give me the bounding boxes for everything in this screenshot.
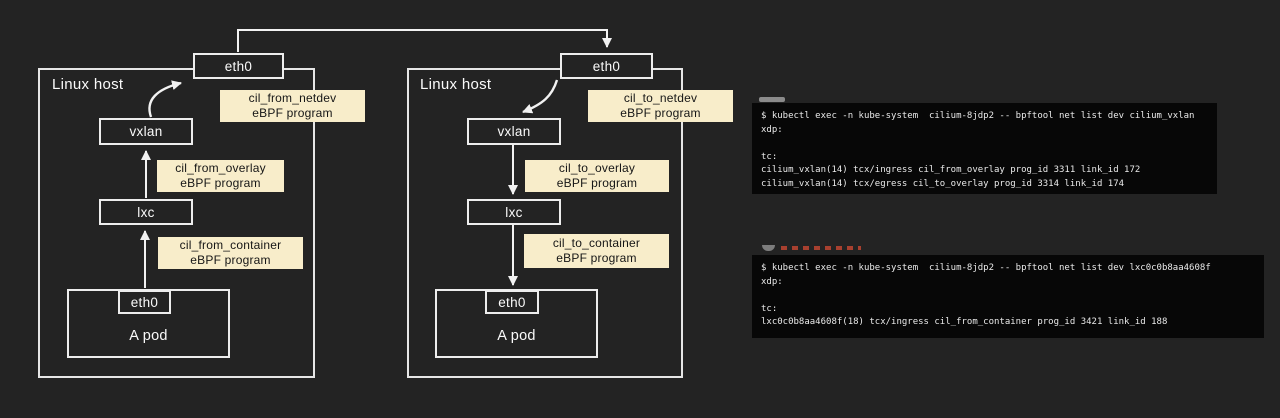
terminal-line: $ kubectl exec -n kube-system cilium-8jd… [761,263,1211,273]
terminal-line: tc: [761,303,778,314]
ebpf-label-line2: eBPF program [620,106,701,120]
ebpf-label-line2: eBPF program [556,251,637,265]
pod-label-left: A pod [129,328,168,344]
eth0-node-left-host: eth0 [193,53,284,79]
linux-host-title-right: Linux host [420,76,492,93]
cropped-ui-fragment [762,245,775,251]
ebpf-label-line1: cil_to_netdev [623,91,698,105]
lxc-node-right: lxc [467,199,561,225]
ebpf-label-line2: eBPF program [556,176,638,190]
arrow-eth0-to-eth0 [237,29,612,52]
pod-box-right [435,289,598,358]
terminal-line: xdp: [761,276,783,287]
linux-host-box-left [38,68,315,378]
ebpf-label-cil-from-netdev: cil_from_netdev eBPF program [220,90,365,122]
linux-host-box-right [407,68,683,378]
terminal-line: $ kubectl exec -n kube-system cilium-8jd… [761,111,1195,121]
terminal-line: xdp: [761,124,783,135]
ebpf-label-line2: eBPF program [252,106,333,120]
ebpf-label-line1: cil_from_overlay [175,161,266,175]
linux-host-title-left: Linux host [52,76,124,93]
terminal-line: cilium_vxlan(14) tcx/egress cil_to_overl… [761,178,1125,189]
terminal-line [761,289,1255,303]
vxlan-node-left: vxlan [99,118,193,145]
eth0-node-right-pod: eth0 [485,290,539,314]
terminal-line [761,137,1208,151]
ebpf-label-line2: eBPF program [180,176,261,190]
ebpf-label-line1: cil_to_overlay [558,161,636,175]
vxlan-node-right: vxlan [467,118,561,145]
terminal-bpftool-lxc: $ kubectl exec -n kube-system cilium-8jd… [752,255,1264,338]
pod-label-right: A pod [497,328,536,344]
ebpf-label-line1: cil_from_netdev [248,91,337,105]
cropped-ui-fragment [759,97,785,102]
ebpf-label-cil-from-overlay: cil_from_overlay eBPF program [157,160,284,192]
ebpf-label-cil-from-container: cil_from_container eBPF program [158,237,303,269]
ebpf-label-line1: cil_to_container [552,236,641,250]
ebpf-label-line1: cil_from_container [179,238,282,252]
terminal-line: tc: [761,151,778,162]
ebpf-label-cil-to-netdev: cil_to_netdev eBPF program [588,90,733,122]
ebpf-label-cil-to-overlay: cil_to_overlay eBPF program [525,160,669,192]
eth0-node-left-pod: eth0 [118,290,171,314]
eth0-node-right-host: eth0 [560,53,653,79]
terminal-bpftool-vxlan: $ kubectl exec -n kube-system cilium-8jd… [752,103,1217,194]
ebpf-label-cil-to-container: cil_to_container eBPF program [524,234,669,268]
ebpf-label-line2: eBPF program [190,253,271,267]
terminal-line: cilium_vxlan(14) tcx/ingress cil_from_ov… [761,165,1141,175]
cropped-red-text-fragment [781,246,861,250]
lxc-node-left: lxc [99,199,193,225]
terminal-line: lxc0c0b8aa4608f(18) tcx/ingress cil_from… [761,317,1168,327]
